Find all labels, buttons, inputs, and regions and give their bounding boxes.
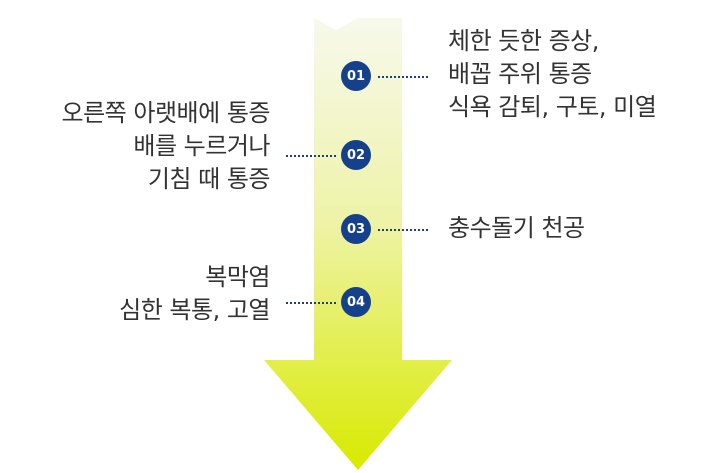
connector-dots-02 — [286, 155, 336, 157]
step-04-line-1: 복막염 — [205, 263, 270, 291]
step-badge-04: 04 — [341, 287, 371, 317]
step-badge-03: 03 — [341, 214, 371, 244]
step-01-line-3: 식욕 감퇴, 구토, 미열 — [448, 93, 657, 121]
step-text-03: 충수돌기 천공 — [448, 212, 585, 245]
step-badge-02: 02 — [341, 140, 371, 170]
step-badge-01: 01 — [341, 61, 371, 91]
step-text-04: 복막염 심한 복통, 고열 — [119, 261, 270, 327]
step-01-line-1: 체한 듯한 증상, — [448, 27, 599, 55]
step-04-line-2: 심한 복통, 고열 — [119, 296, 270, 324]
connector-dots-03 — [378, 229, 428, 231]
step-text-01: 체한 듯한 증상, 배꼽 주위 통증 식욕 감퇴, 구토, 미열 — [448, 25, 657, 124]
step-text-02: 오른쪽 아랫배에 통증 배를 누르거나 기침 때 통증 — [61, 97, 271, 196]
step-02-line-3: 기침 때 통증 — [147, 165, 271, 193]
step-01-line-2: 배꼽 주위 통증 — [448, 60, 592, 88]
step-02-line-2: 배를 누르거나 — [133, 132, 270, 160]
connector-dots-04 — [286, 302, 336, 304]
connector-dots-01 — [378, 76, 428, 78]
step-02-line-1: 오른쪽 아랫배에 통증 — [61, 99, 271, 127]
step-03-line-1: 충수돌기 천공 — [448, 214, 585, 242]
